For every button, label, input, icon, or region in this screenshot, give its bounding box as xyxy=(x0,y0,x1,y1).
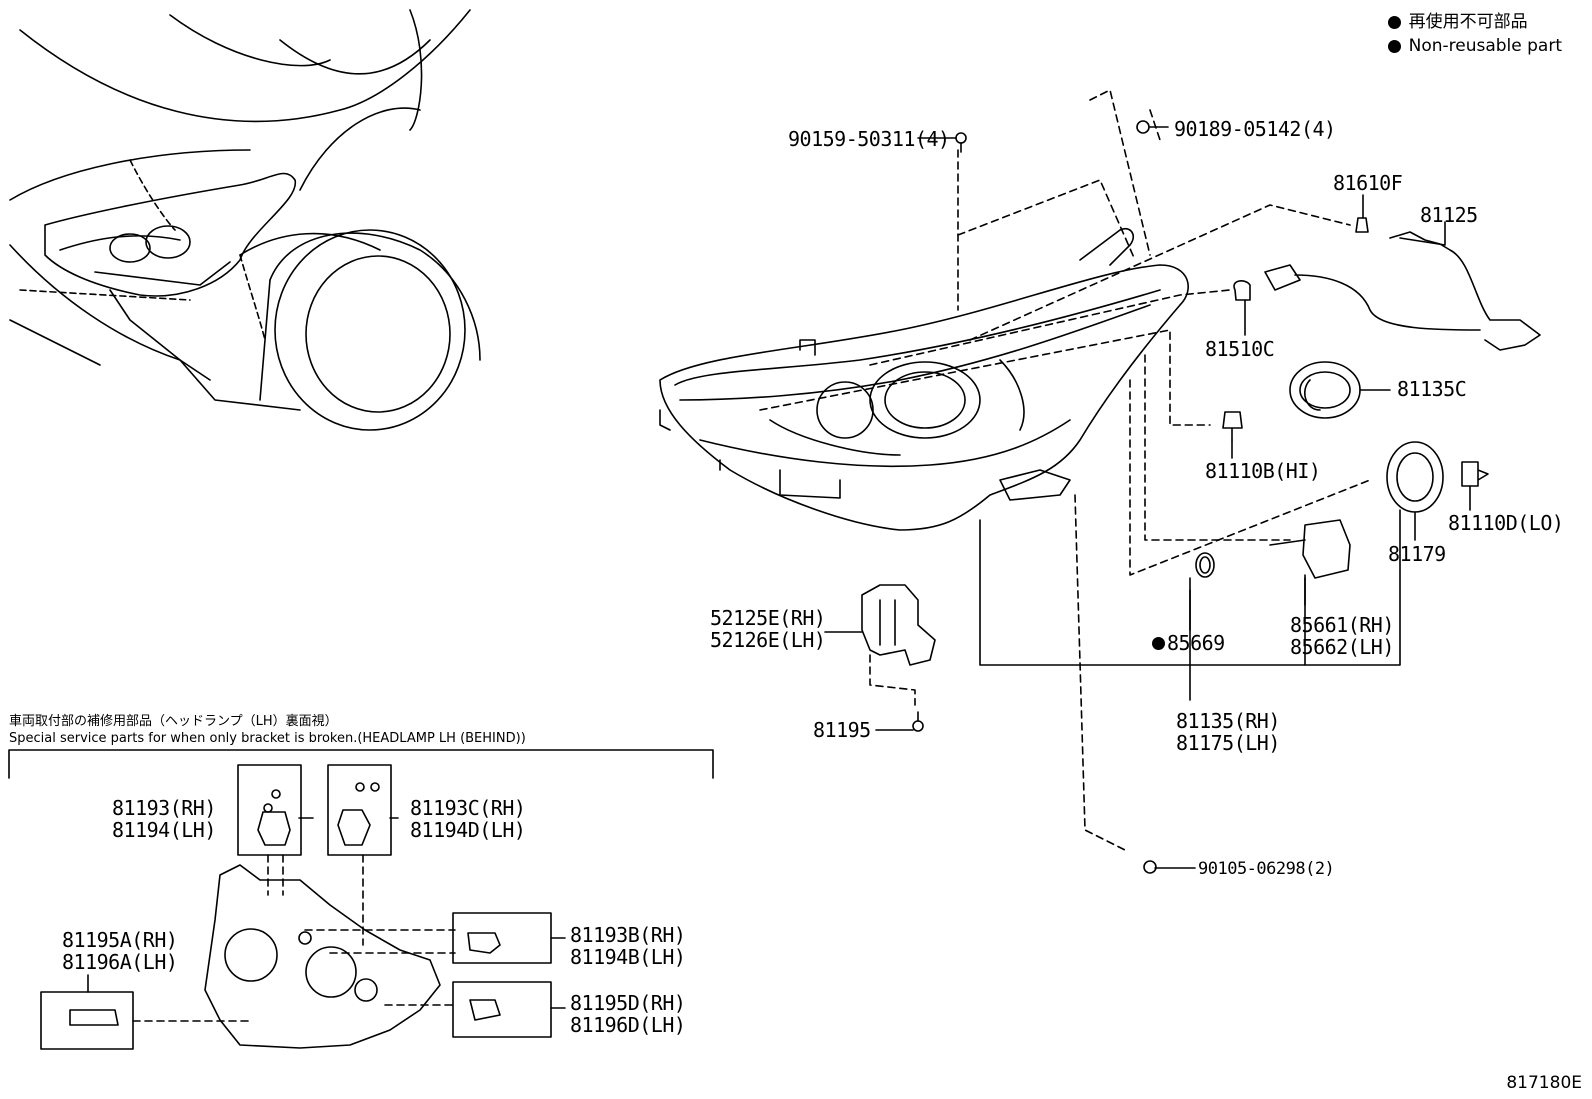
legend-row-jp: 再使用不可部品 xyxy=(1387,10,1562,34)
part-label-85669[interactable]: 85669 xyxy=(1152,632,1225,654)
part-number-lh: 81194D(LH) xyxy=(410,818,526,842)
part-number-lh: 81175(LH) xyxy=(1176,731,1280,755)
part-label-81193B-81194B[interactable]: 81193B(RH) 81194B(LH) xyxy=(570,923,686,969)
part-number-lh: 81196D(LH) xyxy=(570,1013,686,1037)
part-number: 81510C xyxy=(1205,337,1275,361)
part-number-rh: 85661(RH) xyxy=(1290,613,1394,637)
part-number: 81179 xyxy=(1388,542,1446,566)
part-label-81135C[interactable]: 81135C xyxy=(1397,377,1467,401)
part-label-81610F[interactable]: 81610F xyxy=(1333,171,1403,195)
part-label-90189[interactable]: 90189-05142(4) xyxy=(1174,118,1336,140)
part-label-81125[interactable]: 81125 xyxy=(1420,204,1478,226)
part-number-rh: 52125E(RH) xyxy=(710,606,826,630)
vehicle-front-illustration xyxy=(9,9,481,431)
service-parts-panel xyxy=(8,749,714,1050)
part-label-81110D[interactable]: 81110D(LO) xyxy=(1448,511,1564,535)
part-number: 90189-05142(4) xyxy=(1174,117,1336,141)
part-number: 85669 xyxy=(1167,631,1225,655)
part-number-lh: 81194(LH) xyxy=(112,818,216,842)
part-number-rh: 81135(RH) xyxy=(1176,709,1280,733)
part-label-85661-85662[interactable]: 85661(RH) 85662(LH) xyxy=(1290,614,1394,658)
part-label-52125E-52126E[interactable]: 52125E(RH) 52126E(LH) xyxy=(710,606,826,652)
part-label-81193C-81194D[interactable]: 81193C(RH) 81194D(LH) xyxy=(410,796,526,842)
part-label-81510C[interactable]: 81510C xyxy=(1205,337,1275,361)
part-number-lh: 81194B(LH) xyxy=(570,945,686,969)
part-label-90105[interactable]: 90105-06298(2) xyxy=(1198,858,1335,880)
part-number-rh: 81193C(RH) xyxy=(410,796,526,820)
part-number-lh: 81196A(LH) xyxy=(62,950,178,974)
part-number-rh: 81195A(RH) xyxy=(62,928,178,952)
part-label-81135-81175[interactable]: 81135(RH) 81175(LH) xyxy=(1176,710,1280,754)
part-number: 81110B(HI) xyxy=(1205,459,1321,483)
figure-number: 817180E xyxy=(1506,1073,1582,1093)
part-label-81195D-81196D[interactable]: 81195D(RH) 81196D(LH) xyxy=(570,991,686,1037)
panel-solid-leaders xyxy=(87,817,566,1009)
part-number: 81135C xyxy=(1397,377,1467,401)
service-note-en: Special service parts for when only brac… xyxy=(9,731,526,746)
headlamp-assembly-illustration xyxy=(659,227,1189,531)
label-leaders xyxy=(824,126,1471,869)
part-label-90159[interactable]: 90159-50311(4) xyxy=(788,128,950,150)
bulb-components xyxy=(861,120,1541,874)
service-note-jp: 車両取付部の補修用部品（ヘッドランプ（LH）裏面視） xyxy=(9,714,338,729)
part-number-rh: 81193B(RH) xyxy=(570,923,686,947)
part-number-lh: 85662(LH) xyxy=(1290,635,1394,659)
part-number: 90159-50311(4) xyxy=(788,127,950,151)
non-reusable-dot-icon xyxy=(1387,39,1401,53)
part-number-lh: 52126E(LH) xyxy=(710,628,826,652)
legend-en-text: Non-reusable part xyxy=(1408,36,1562,56)
legend-row-en: Non-reusable part xyxy=(1387,34,1562,58)
part-number: 81195 xyxy=(813,718,871,742)
part-number: 81125 xyxy=(1420,203,1478,227)
part-number: 90105-06298(2) xyxy=(1198,859,1335,879)
legend: 再使用不可部品 Non-reusable part xyxy=(1387,10,1562,58)
part-number-rh: 81195D(RH) xyxy=(570,991,686,1015)
part-number-rh: 81193(RH) xyxy=(112,796,216,820)
headlamp-leader-lines xyxy=(759,89,1371,851)
legend-jp-text: 再使用不可部品 xyxy=(1408,12,1528,32)
part-number: 81610F xyxy=(1333,171,1403,195)
non-reusable-dot-icon xyxy=(1152,636,1165,650)
part-number: 81110D(LO) xyxy=(1448,511,1564,535)
part-label-81193-81194[interactable]: 81193(RH) 81194(LH) xyxy=(112,797,216,841)
part-label-81110B[interactable]: 81110B(HI) xyxy=(1205,459,1321,483)
part-label-81195[interactable]: 81195 xyxy=(813,719,871,741)
panel-leader-lines xyxy=(132,854,456,1022)
part-label-81195A-81196A[interactable]: 81195A(RH) 81196A(LH) xyxy=(62,928,178,974)
non-reusable-dot-icon xyxy=(1387,15,1401,29)
part-label-81179[interactable]: 81179 xyxy=(1388,543,1446,565)
